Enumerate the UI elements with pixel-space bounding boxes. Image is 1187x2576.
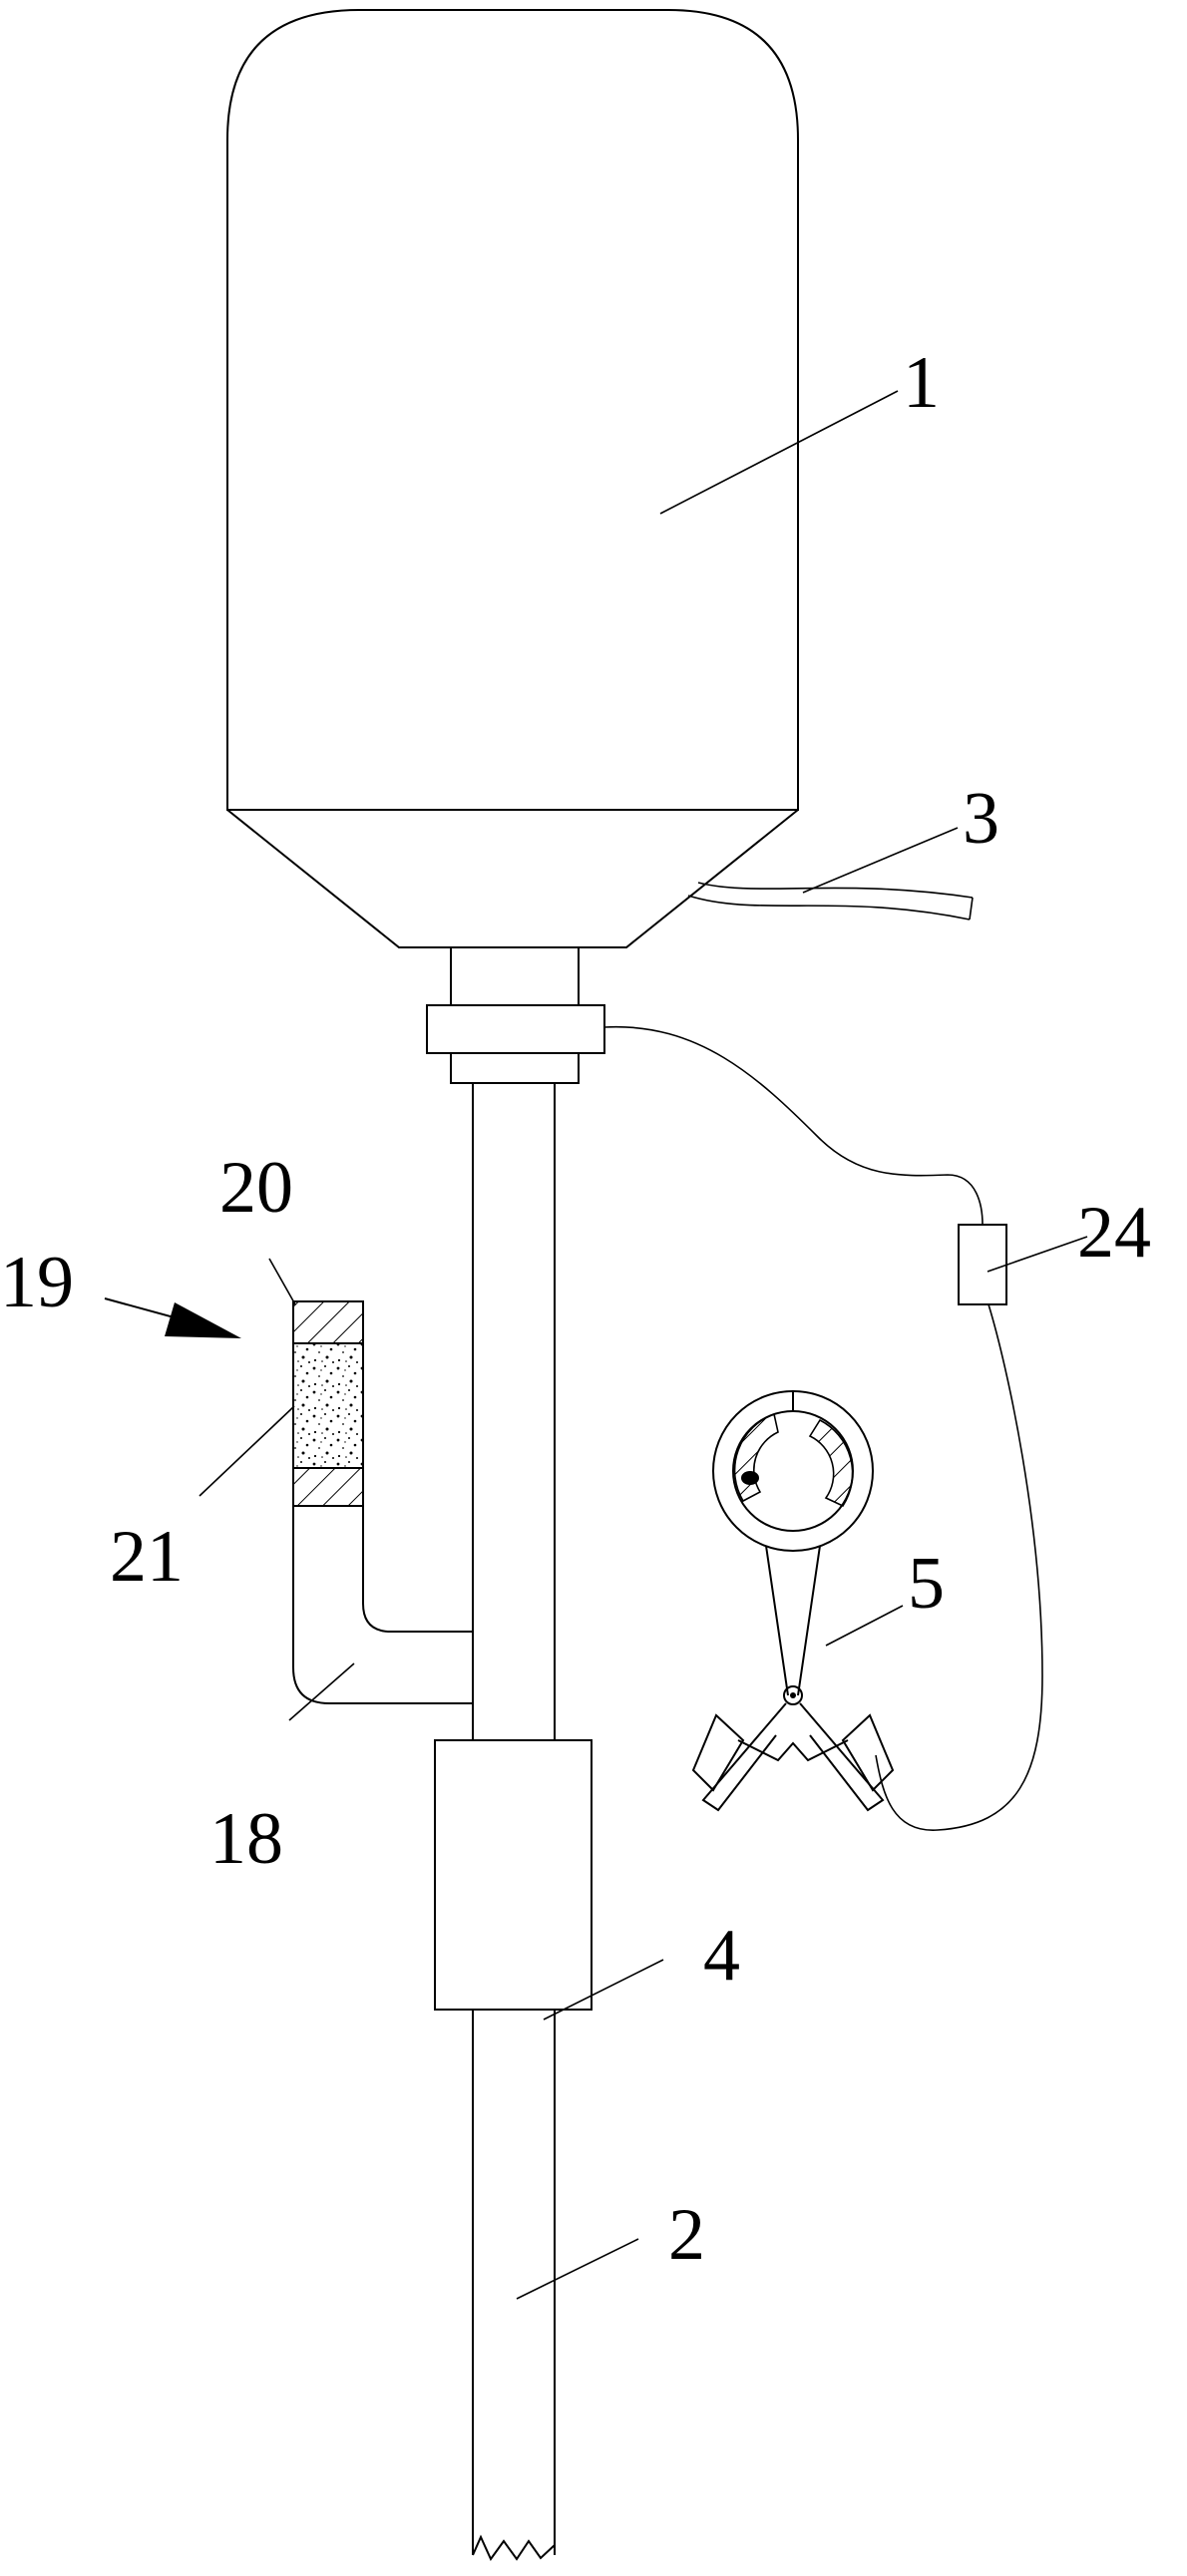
label-18: 18 [209, 1798, 283, 1880]
flow-regulator [434, 1739, 593, 2011]
filter-media [292, 1342, 364, 1469]
sensor-box [958, 1224, 1007, 1305]
leader-lines [198, 390, 1088, 2300]
bottle [226, 9, 799, 948]
side-branch [292, 1300, 473, 1704]
label-1: 1 [903, 342, 940, 424]
bottle-neck [426, 946, 605, 1084]
filter-cap-top [292, 1300, 364, 1344]
vent-tube [687, 882, 974, 920]
label-21: 21 [110, 1516, 184, 1598]
label-2: 2 [668, 2194, 705, 2276]
clamp [691, 1390, 895, 1812]
label-4: 4 [703, 1915, 740, 1997]
label-24: 24 [1077, 1192, 1151, 1274]
label-20: 20 [219, 1147, 293, 1229]
filter-cap-bottom [292, 1467, 364, 1507]
label-3: 3 [963, 778, 999, 860]
label-19: 19 [0, 1242, 74, 1323]
arrow-19 [104, 1297, 241, 1338]
drip-tube [472, 1083, 556, 2561]
label-5: 5 [908, 1543, 945, 1625]
